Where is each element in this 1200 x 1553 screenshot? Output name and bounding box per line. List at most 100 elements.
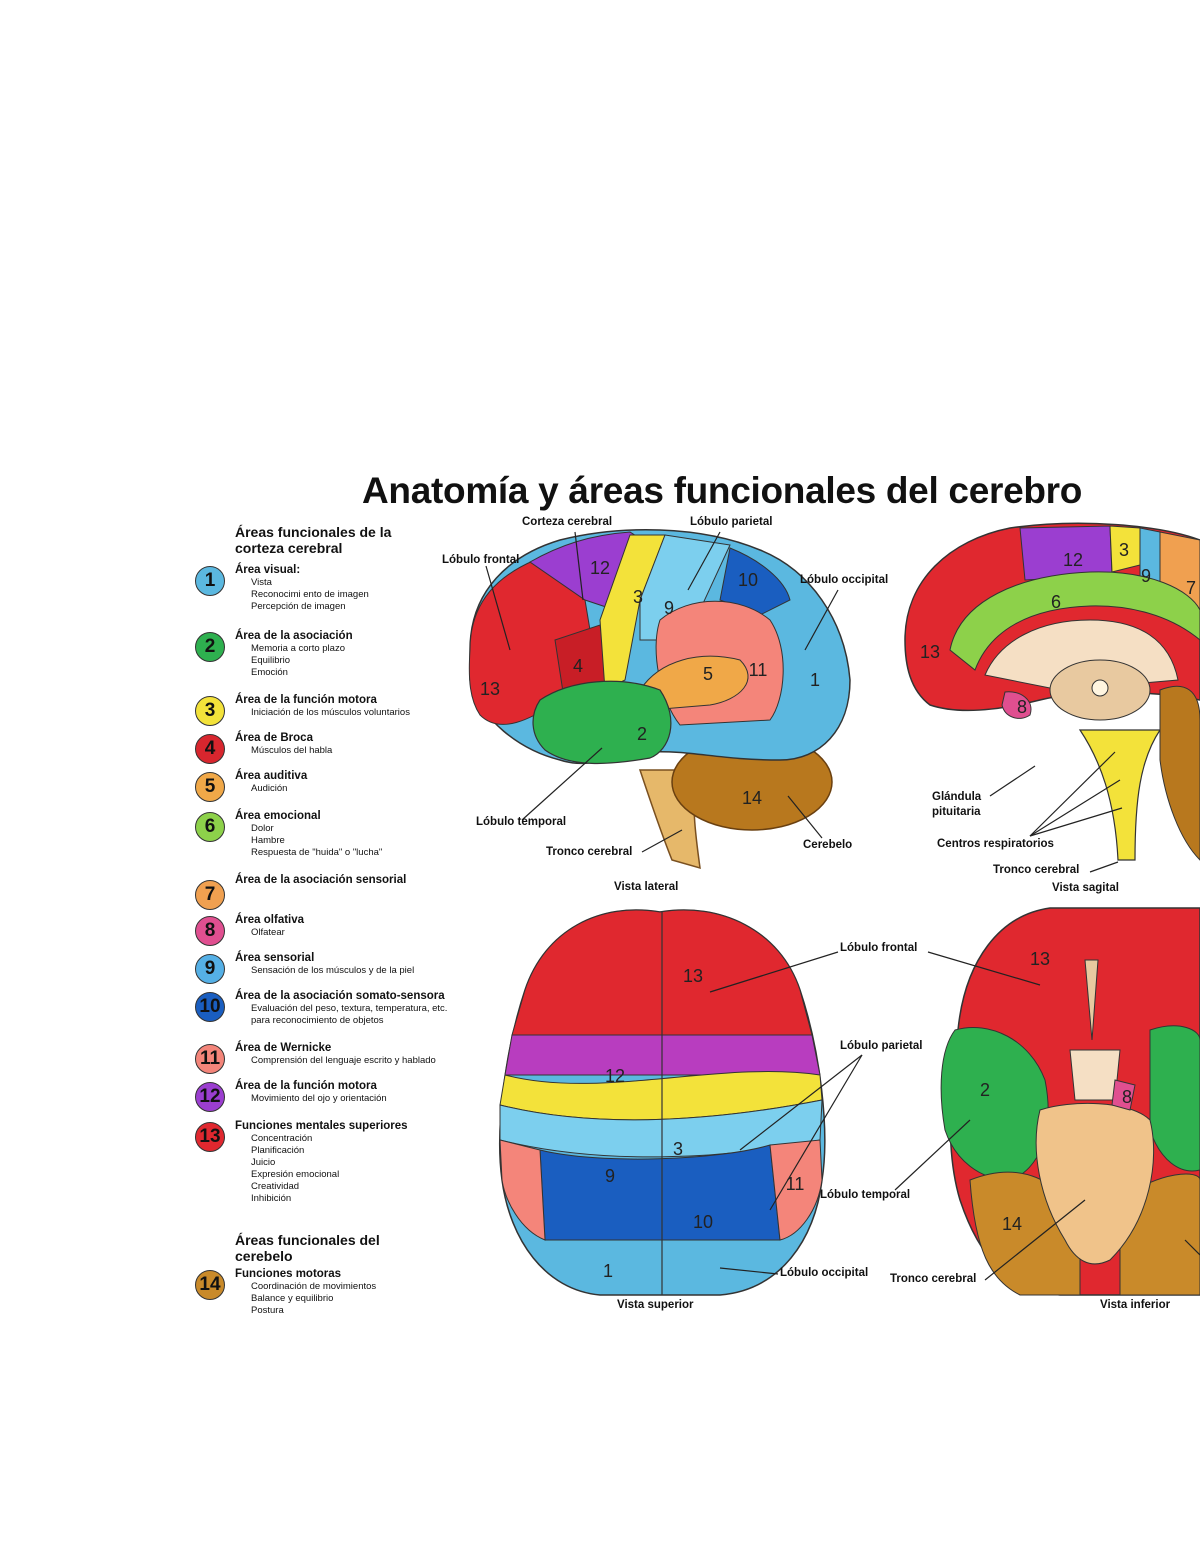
legend-item-detail: Audición xyxy=(251,783,288,794)
legend-item-detail: Movimiento del ojo y orientación xyxy=(251,1093,387,1104)
legend-number-badge: 10 xyxy=(195,992,225,1022)
label-glandula-pituitaria: Glándula pituitaria xyxy=(932,791,982,818)
legend-number-badge: 14 xyxy=(195,1270,225,1300)
sag-num-3: 3 xyxy=(1119,540,1129,560)
lat-num-9: 9 xyxy=(664,598,674,618)
lat-num-14: 14 xyxy=(742,788,762,808)
sag-num-12: 12 xyxy=(1063,550,1083,570)
legend-item-detail: Expresión emocional xyxy=(251,1169,340,1180)
legend-number-badge: 12 xyxy=(195,1082,225,1112)
legend-item-detail: Equilibrio xyxy=(251,655,291,666)
legend-item-name: Área visual: xyxy=(235,564,301,576)
legend-item-detail: Reconocimi ento de imagen xyxy=(251,589,369,600)
lat-num-11: 11 xyxy=(749,660,768,680)
label-cerebelo: Cerebelo xyxy=(803,839,853,851)
legend-item-detail: Percepción de imagen xyxy=(251,601,346,612)
sag-num-9: 9 xyxy=(1141,566,1151,586)
sagittal-brainstem xyxy=(1078,729,1162,861)
legend-item-name: Área de la asociación xyxy=(235,630,353,642)
sup-num-3: 3 xyxy=(673,1139,683,1159)
legend-item-detail: Inhibición xyxy=(251,1193,292,1204)
legend-item-detail: Balance y equilibrio xyxy=(251,1293,334,1304)
label-tronco-cerebral-sagital: Tronco cerebral xyxy=(993,864,1080,876)
legend-item-detail: Coordinación de movimientos xyxy=(251,1281,377,1292)
legend-number-badge: 4 xyxy=(195,734,225,764)
sagittal-view: 12 3 9 7 6 13 8 xyxy=(904,522,1200,873)
legend-item-detail: Hambre xyxy=(251,835,285,846)
legend-item-detail: Respuesta de "huida" o "lucha" xyxy=(251,847,383,858)
legend-number-badge: 13 xyxy=(195,1122,225,1152)
label-lobulo-temporal-lateral: Lóbulo temporal xyxy=(476,816,567,828)
legend-item-name: Área de la función motora xyxy=(235,694,377,706)
label-lobulo-parietal-superior: Lóbulo parietal xyxy=(840,1040,923,1052)
legend-number-badge: 3 xyxy=(195,696,225,726)
label-lobulo-occipital-lateral: Lóbulo occipital xyxy=(800,574,889,586)
legend-item-detail: Memoria a corto plazo xyxy=(251,643,345,654)
cerebellum-legend-heading: Áreas funcionales del cerebelo xyxy=(235,1232,380,1264)
caption-vista-inferior: Vista inferior xyxy=(1100,1299,1171,1311)
lat-num-13: 13 xyxy=(480,679,500,699)
label-centros-respiratorios: Centros respiratorios xyxy=(937,838,1054,850)
legend-item-detail: Evaluación del peso, textura, temperatur… xyxy=(251,1003,448,1014)
page-title: Anatomía y áreas funcionales del cerebro xyxy=(362,470,1083,511)
legend-item-detail: Comprensión del lenguaje escrito y habla… xyxy=(251,1055,436,1066)
label-corteza-cerebral: Corteza cerebral xyxy=(522,516,613,528)
sup-num-10: 10 xyxy=(693,1212,713,1232)
legend-item-detail: Sensación de los músculos y de la piel xyxy=(251,965,415,976)
label-lobulo-parietal-lateral: Lóbulo parietal xyxy=(690,516,773,528)
lat-num-4: 4 xyxy=(573,656,583,676)
label-tronco-cerebral-lateral: Tronco cerebral xyxy=(546,846,633,858)
lat-num-2: 2 xyxy=(637,724,647,744)
legend-item-name: Área de la función motora xyxy=(235,1080,377,1092)
caption-vista-lateral: Vista lateral xyxy=(614,881,679,893)
legend-item-name: Área emocional xyxy=(235,810,321,822)
label-lobulo-occipital-superior: Lóbulo occipital xyxy=(780,1267,869,1279)
legend-item-detail: Postura xyxy=(251,1305,284,1316)
sag-num-13: 13 xyxy=(920,642,940,662)
legend-item-detail: Concentración xyxy=(251,1133,313,1144)
legend-item-name: Área de la asociación somato-sensora xyxy=(235,990,445,1002)
sup-num-12: 12 xyxy=(605,1066,625,1086)
legend-number-badge: 5 xyxy=(195,772,225,802)
lat-num-12: 12 xyxy=(590,558,610,578)
lat-num-3: 3 xyxy=(633,587,643,607)
legend-item-detail: Iniciación de los músculos voluntarios xyxy=(251,707,410,718)
label-lobulo-temporal-inferior: Lóbulo temporal xyxy=(820,1189,911,1201)
legend-item-text: Área de la asociación sensorial xyxy=(235,874,505,887)
cortex-legend-heading: Áreas funcionales de la corteza cerebral xyxy=(235,524,392,556)
label-lobulo-frontal-views: Lóbulo frontal xyxy=(840,942,918,954)
sup-num-1: 1 xyxy=(603,1261,613,1281)
legend-item-detail: Planificación xyxy=(251,1145,305,1156)
legend-item-detail: Juicio xyxy=(251,1157,276,1168)
inf-num-2: 2 xyxy=(980,1080,990,1100)
label-lobulo-frontal-lateral: Lóbulo frontal xyxy=(442,554,520,566)
legend-number-badge: 7 xyxy=(195,880,225,910)
legend-number-badge: 11 xyxy=(195,1044,225,1074)
legend-item-name: Funciones motoras xyxy=(235,1268,342,1280)
legend-number-badge: 2 xyxy=(195,632,225,662)
sup-num-11: 11 xyxy=(786,1174,805,1194)
legend-item-name: Área olfativa xyxy=(235,914,305,926)
legend-number-badge: 9 xyxy=(195,954,225,984)
legend-item-name: Área de Broca xyxy=(235,732,313,744)
legend-item-name: Funciones mentales superiores xyxy=(235,1120,408,1132)
inf-num-13: 13 xyxy=(1030,949,1050,969)
legend-item-detail: Dolor xyxy=(251,823,274,834)
inf-num-14: 14 xyxy=(1002,1214,1022,1234)
lat-num-5: 5 xyxy=(703,664,713,684)
label-tronco-cerebral-inferior: Tronco cerebral xyxy=(890,1273,977,1285)
sup-num-13: 13 xyxy=(683,966,703,986)
legend-item-detail: Olfatear xyxy=(251,927,285,938)
sag-num-8: 8 xyxy=(1017,697,1027,717)
